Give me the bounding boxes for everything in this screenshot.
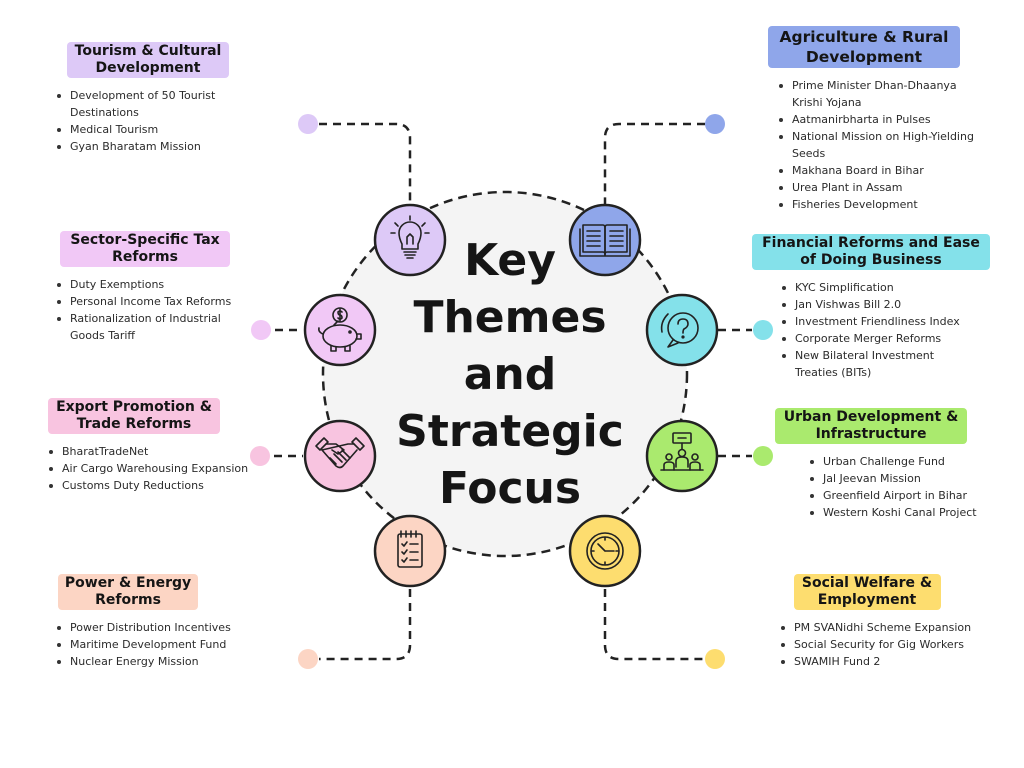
node-tourism [373, 203, 447, 277]
center-title-line: Themes [413, 292, 607, 343]
list-item: Corporate Merger Reforms [779, 330, 992, 347]
lightbulb-icon [390, 215, 430, 259]
center-title-line: Strategic [396, 406, 624, 457]
list-item: National Mission on High-Yielding Seeds [776, 128, 987, 162]
theme-items: Prime Minister Dhan-Dhaanya Krishi Yojan… [776, 77, 986, 213]
theme-tax: Sector-Specific Tax Reforms Duty Exempti… [54, 231, 279, 344]
list-item: Aatmanirbharta in Pulses [776, 111, 986, 128]
center-circle [321, 190, 689, 558]
list-item: Gyan Bharatam Mission [54, 138, 279, 155]
dot-agriculture [705, 114, 725, 134]
center-title: Key Themes and Strategic Focus [355, 232, 665, 517]
center-title-line: and [463, 349, 557, 400]
theme-export: Export Promotion & Trade Reforms BharatT… [46, 398, 271, 494]
dot-power [298, 649, 318, 669]
list-item: Duty Exemptions [54, 276, 279, 293]
piggy-bank-icon [318, 307, 362, 352]
list-item: Jal Jeevan Mission [807, 470, 994, 487]
list-item: Social Security for Gig Workers [778, 636, 990, 653]
list-item: Jan Vishwas Bill 2.0 [779, 296, 992, 313]
connector-social [603, 589, 705, 661]
theme-urban: Urban Development & Infrastructure Urban… [774, 408, 994, 521]
list-item: New Bilateral Investment Treaties (BITs) [779, 347, 980, 381]
theme-items: BharatTradeNet Air Cargo Warehousing Exp… [46, 443, 271, 494]
clock-icon [586, 532, 624, 570]
theme-items: KYC Simplification Jan Vishwas Bill 2.0 … [779, 279, 992, 381]
list-item: Urban Challenge Fund [807, 453, 994, 470]
theme-items: PM SVANidhi Scheme Expansion Social Secu… [778, 619, 990, 670]
list-item: Investment Friendliness Index [779, 313, 992, 330]
list-item: SWAMIH Fund 2 [778, 653, 990, 670]
theme-social: Social Welfare & Employment PM SVANidhi … [770, 574, 990, 670]
dot-tourism [298, 114, 318, 134]
list-item: Maritime Development Fund [54, 636, 279, 653]
theme-power: Power & Energy Reforms Power Distributio… [54, 574, 279, 670]
theme-items: Power Distribution Incentives Maritime D… [54, 619, 279, 670]
list-item: Fisheries Development [776, 196, 986, 213]
dot-tax [251, 320, 271, 340]
connector-power [319, 589, 412, 661]
list-item: Rationalization of Industrial Goods Tari… [54, 310, 235, 344]
list-item: Personal Income Tax Reforms [54, 293, 279, 310]
connector-agriculture [603, 122, 705, 205]
theme-agriculture: Agriculture & Rural Development Prime Mi… [766, 26, 986, 213]
theme-tourism: Tourism & Cultural Development Developme… [54, 42, 279, 155]
theme-items: Urban Challenge Fund Jal Jeevan Mission … [807, 453, 994, 521]
theme-title: Urban Development & Infrastructure [775, 408, 967, 444]
list-item: Development of 50 Tourist Destinations [54, 87, 230, 121]
dot-urban [753, 446, 773, 466]
list-item: Urea Plant in Assam [776, 179, 986, 196]
list-item: Medical Tourism [54, 121, 279, 138]
list-item: PM SVANidhi Scheme Expansion [778, 619, 990, 636]
list-item: Western Koshi Canal Project [807, 504, 994, 521]
list-item: Prime Minister Dhan-Dhaanya Krishi Yojan… [776, 77, 962, 111]
checklist-icon [397, 530, 423, 568]
list-item: Greenfield Airport in Bihar [807, 487, 994, 504]
theme-title: Export Promotion & Trade Reforms [48, 398, 220, 434]
list-item: KYC Simplification [779, 279, 992, 296]
node-tax [303, 293, 377, 367]
theme-items: Development of 50 Tourist Destinations M… [54, 87, 279, 155]
center-title-line: Focus [438, 463, 582, 514]
theme-title: Tourism & Cultural Development [67, 42, 229, 78]
dot-social [705, 649, 725, 669]
theme-title: Social Welfare & Employment [793, 574, 941, 610]
theme-items: Duty Exemptions Personal Income Tax Refo… [54, 276, 279, 344]
theme-title: Power & Energy Reforms [58, 574, 198, 610]
list-item: BharatTradeNet [46, 443, 271, 460]
theme-financial: Financial Reforms and Ease of Doing Busi… [752, 234, 992, 381]
list-item: Customs Duty Reductions [46, 477, 271, 494]
list-item: Air Cargo Warehousing Expansion [46, 460, 271, 477]
handshake-icon [315, 437, 365, 469]
theme-title: Sector-Specific Tax Reforms [60, 231, 230, 267]
node-financial [645, 293, 719, 367]
theme-title: Agriculture & Rural Development [768, 26, 960, 68]
dot-financial [753, 320, 773, 340]
theme-title: Financial Reforms and Ease of Doing Busi… [752, 234, 990, 270]
list-item: Makhana Board in Bihar [776, 162, 986, 179]
list-item: Power Distribution Incentives [54, 619, 279, 636]
dot-export [250, 446, 270, 466]
book-icon [579, 224, 631, 257]
connector-tourism [319, 122, 412, 205]
team-meeting-icon [660, 432, 704, 471]
list-item: Nuclear Energy Mission [54, 653, 279, 670]
node-power [373, 514, 447, 588]
question-bubble-icon [660, 312, 699, 348]
center-title-line: Key [464, 235, 556, 286]
